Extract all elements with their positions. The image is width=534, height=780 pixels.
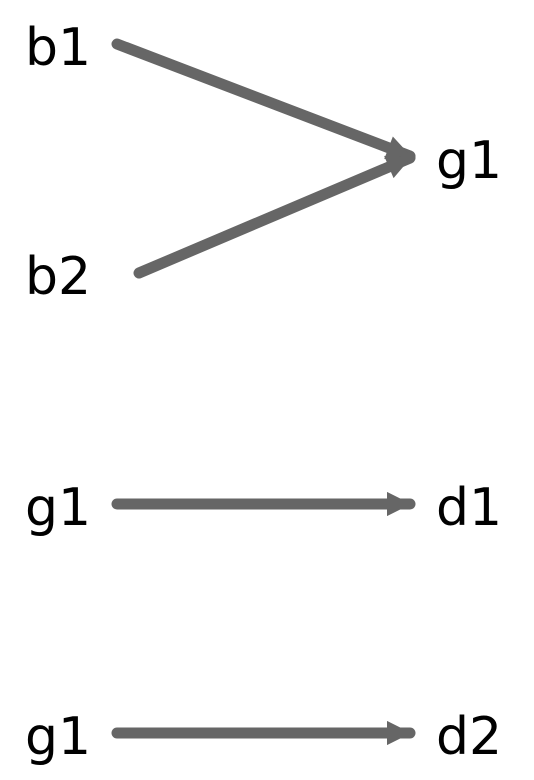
edge-group-d1: g1 d1 (25, 478, 502, 538)
node-label-b2: b2 (25, 247, 91, 307)
node-label-g1: g1 (436, 131, 502, 191)
node-label-g1-source-2: g1 (25, 707, 91, 767)
node-label-d2: d2 (436, 707, 502, 767)
edge-b1-to-g1 (111, 38, 416, 162)
edge-b2-to-g1 (133, 152, 416, 279)
node-label-b1: b1 (25, 18, 91, 78)
node-label-d1: d1 (436, 478, 502, 538)
node-label-g1-source: g1 (25, 478, 91, 538)
edge-group-d2: g1 d2 (25, 707, 502, 767)
merge-group: b1 b2 g1 (25, 18, 502, 307)
